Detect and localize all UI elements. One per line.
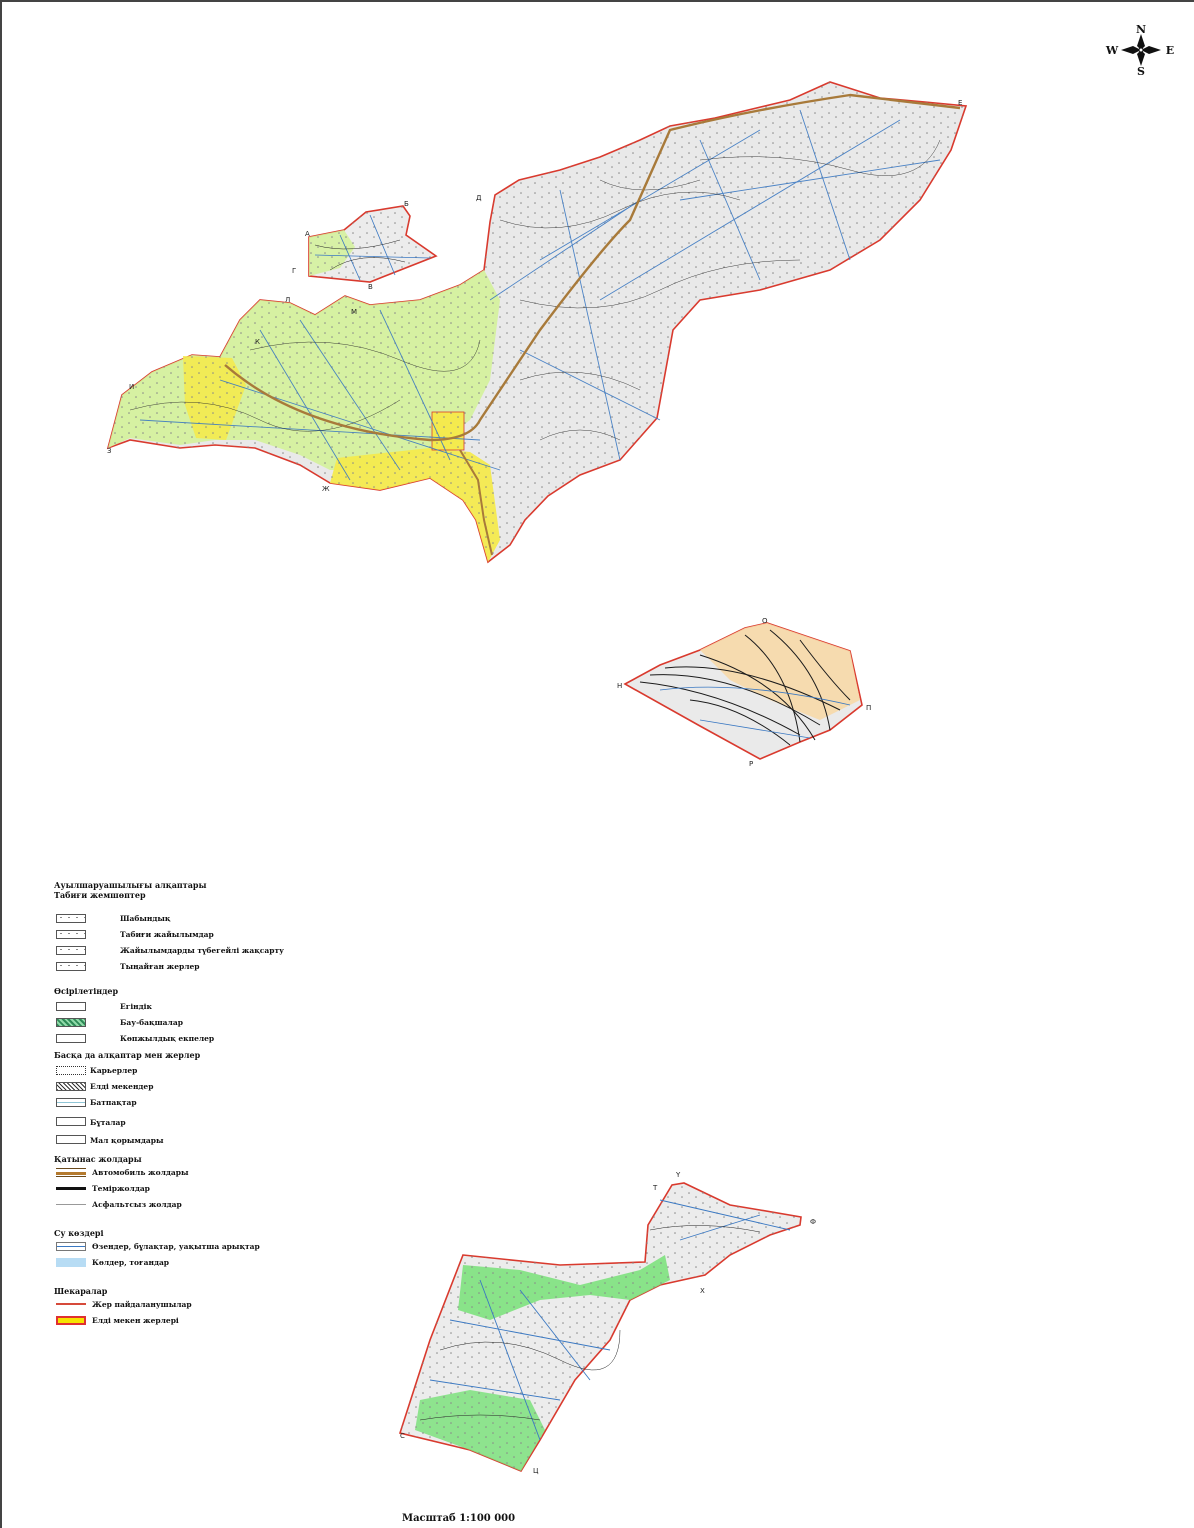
legend-item-perennials: Көпжылдық екпелер: [54, 1032, 314, 1048]
legend-swatch: [56, 1066, 86, 1075]
legend-section-heading: Шекаралар: [54, 1286, 108, 1296]
legend-item-settlement-lands: Елді мекен жерлері: [54, 1314, 314, 1330]
legend-swatch: [56, 1316, 86, 1325]
legend-item-cattle-burial: Мал қорымдары: [54, 1130, 314, 1148]
legend-item-railways: Теміржолдар: [54, 1182, 314, 1198]
legend-section-heading: Табиғи жемшөптер: [54, 890, 146, 900]
legend-swatch: [56, 1098, 86, 1107]
compass-south-label: S: [1137, 65, 1145, 78]
compass-east-label: E: [1166, 44, 1174, 57]
point-label-e: Е: [958, 99, 962, 107]
point-label-g: Г: [292, 267, 296, 275]
legend-item-rivers: Өзендер, бұлақтар, уақытша арықтар: [54, 1240, 314, 1256]
point-label-r: Р: [749, 760, 753, 768]
point-label-l: Л: [285, 296, 290, 304]
point-label-zh: Ж: [322, 485, 330, 493]
legend-swatch: [56, 1184, 86, 1193]
legend-item-gardens: Бау-бақшалар: [54, 1016, 314, 1032]
point-label-a: А: [305, 230, 310, 238]
point-label-v: В: [368, 283, 373, 291]
legend-swatch: [56, 1034, 86, 1043]
legend-swatch: [56, 962, 86, 971]
point-label-b: Б: [404, 200, 409, 208]
point-label-n: Н: [617, 682, 622, 690]
legend-title: Ауылшаруашылығы алқаптары: [54, 880, 207, 890]
compass-north-label: N: [1136, 23, 1146, 36]
point-label-k: К: [255, 338, 260, 346]
legend-swatch: [56, 946, 86, 955]
boundary-point-labels: А Б В Г Д Е Ж З И К Л М Н О П Р С Т Ү Ф …: [107, 99, 962, 1475]
point-label-u: Ү: [675, 1171, 681, 1179]
legend-section-heading: Өсірілетіндер: [54, 986, 119, 996]
legend-swatch: [56, 1002, 86, 1011]
point-label-t: Т: [652, 1184, 658, 1192]
parcel-bottom[interactable]: [398, 1182, 802, 1472]
legend-swatch: [56, 1168, 86, 1177]
point-label-p: П: [866, 704, 871, 712]
point-label-o: О: [762, 617, 768, 625]
parcel-middle[interactable]: [623, 622, 863, 760]
legend-item-fallow: Тыңайған жерлер: [54, 960, 314, 976]
map-frame-top: [0, 0, 1194, 2]
point-label-f: Ф: [810, 1218, 816, 1226]
legend-section-heading: Қатынас жолдары: [54, 1154, 142, 1164]
point-label-z: З: [107, 447, 112, 455]
legend-swatch: [56, 1018, 86, 1027]
legend-swatch: [56, 930, 86, 939]
point-label-ts: Ц: [533, 1467, 539, 1475]
legend-swatch: [56, 1258, 86, 1267]
legend-swatch: [56, 914, 86, 923]
map-frame-left: [0, 0, 2, 1528]
legend-item-unpaved-roads: Асфальтсыз жолдар: [54, 1198, 314, 1214]
legend-item-swamps: Батпақтар: [54, 1096, 314, 1112]
map-legend: Ауылшаруашылығы алқаптары Табиғи жемшөпт…: [54, 880, 314, 1330]
legend-item-highways: Автомобиль жолдары: [54, 1166, 314, 1182]
legend-swatch: [56, 1200, 86, 1209]
parcel-main[interactable]: [106, 81, 968, 564]
legend-item-quarries: Карьерлер: [54, 1064, 314, 1080]
legend-section-heading: Су көздері: [54, 1228, 104, 1238]
point-label-m: М: [351, 308, 357, 316]
legend-item-arable: Егіндік: [54, 1000, 314, 1016]
point-label-d: Д: [476, 194, 482, 202]
point-label-i: И: [129, 383, 134, 391]
legend-swatch: [56, 1300, 86, 1309]
legend-item-natural-pasture: Табиғи жайылымдар: [54, 928, 314, 944]
legend-swatch: [56, 1082, 86, 1091]
legend-item-land-users: Жер пайдаланушылар: [54, 1298, 314, 1314]
compass-west-label: W: [1105, 44, 1119, 57]
legend-item-pasture-improvement: Жайылымдарды түбегейлі жақсарту: [54, 944, 314, 960]
parcel-small[interactable]: [308, 205, 438, 283]
point-label-s: С: [400, 1432, 405, 1440]
legend-section-heading: Басқа да алқаптар мен жерлер: [54, 1050, 201, 1060]
map-scale: Масштаб 1:100 000: [402, 1513, 516, 1524]
point-label-h: Х: [700, 1287, 705, 1295]
legend-item-settlements: Елді мекендер: [54, 1080, 314, 1096]
legend-item-shrubs: Бұталар: [54, 1112, 314, 1130]
legend-swatch: [56, 1135, 86, 1144]
legend-swatch: [56, 1242, 86, 1251]
legend-item-lakes: Көлдер, тоғандар: [54, 1256, 314, 1272]
legend-item-hayfield: Шабындық: [54, 912, 314, 928]
north-arrow-icon: N S E W: [1105, 23, 1174, 78]
legend-swatch: [56, 1117, 86, 1126]
